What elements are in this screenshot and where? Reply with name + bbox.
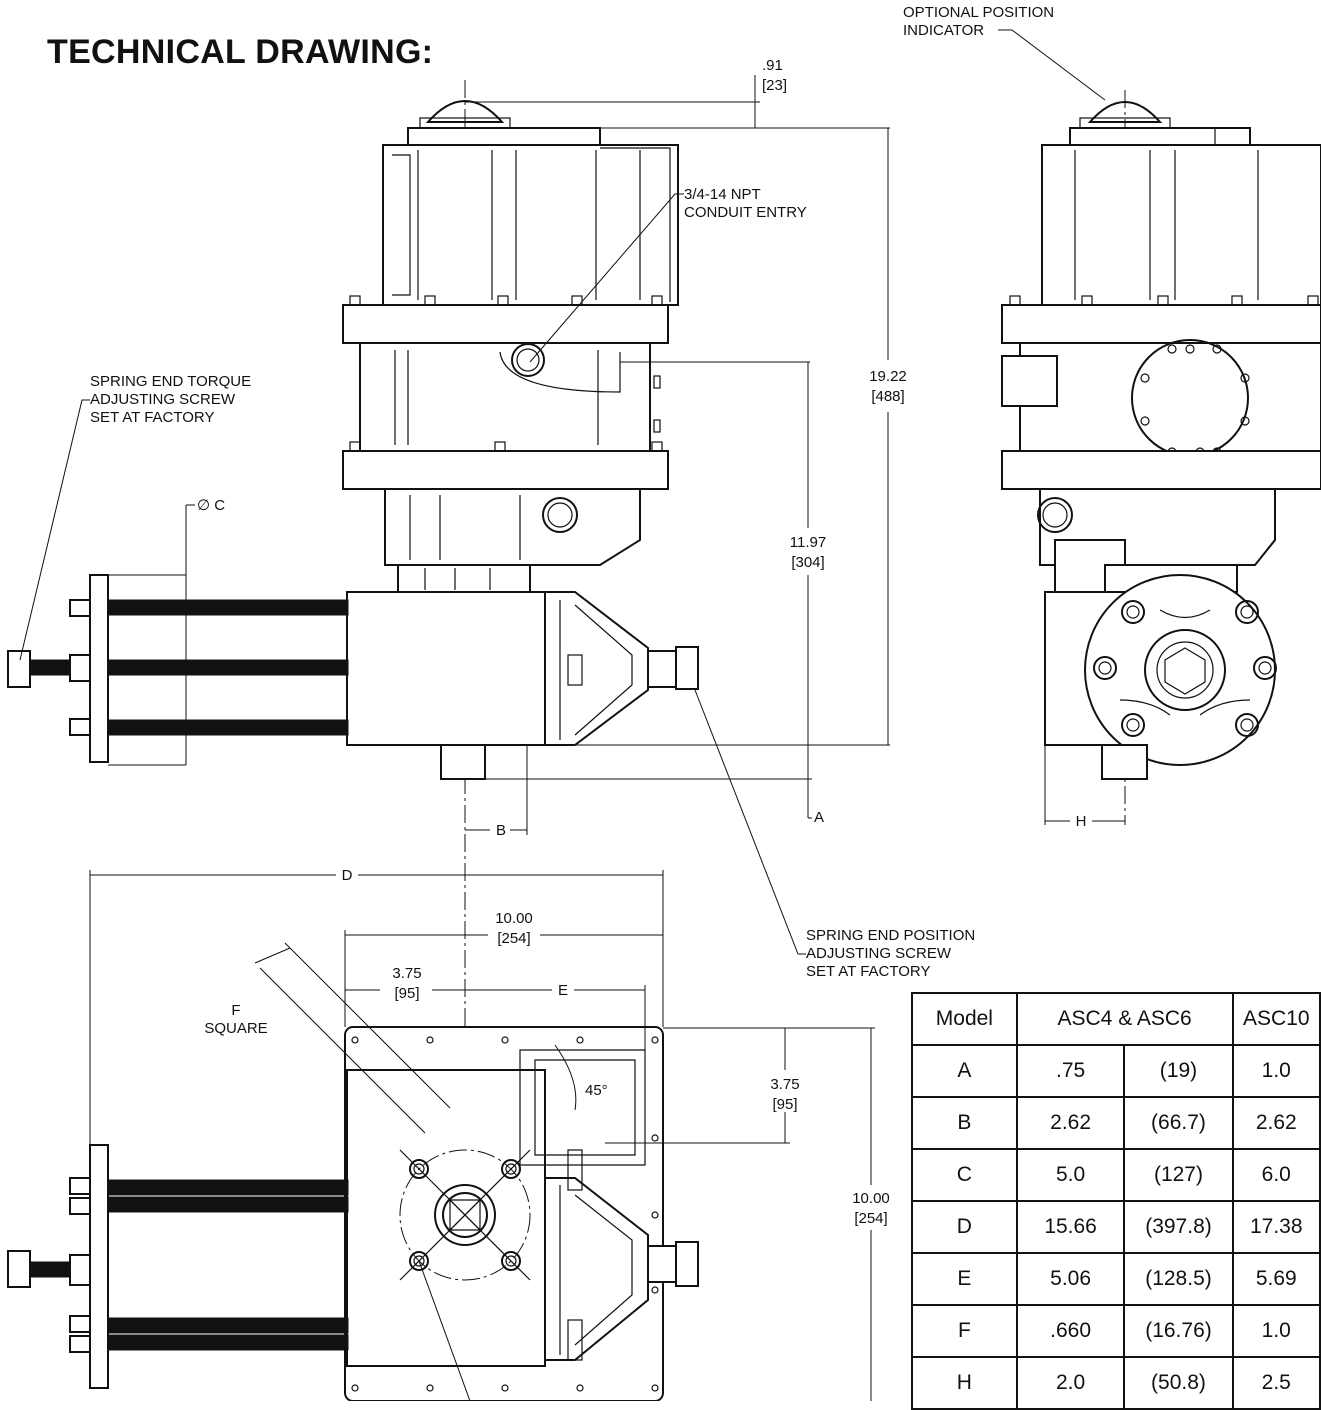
table-header-asc10: ASC10 <box>1231 992 1321 1046</box>
table-header-model: Model <box>911 992 1018 1046</box>
dim-width-10: 10.00 <box>495 910 533 927</box>
callout-position-screw-line1: SPRING END POSITION <box>806 927 975 944</box>
table-cell-model: H <box>911 1356 1018 1410</box>
callout-torque-line3: SET AT FACTORY <box>90 409 215 426</box>
page-title: TECHNICAL DRAWING: <box>47 33 433 71</box>
table-cell-model: D <box>911 1200 1018 1254</box>
table-header-asc4-asc6: ASC4 & ASC6 <box>1015 992 1234 1046</box>
table-cell-model: A <box>911 1044 1018 1098</box>
table-cell-asc10: 6.0 <box>1231 1148 1321 1202</box>
dim-half-width-mm: [95] <box>394 985 419 1002</box>
table-cell-asc10: 1.0 <box>1231 1044 1321 1098</box>
front-view-callouts: 3/4-14 NPT CONDUIT ENTRY SPRING END TORQ… <box>19 186 975 980</box>
table-cell-model: F <box>911 1304 1018 1358</box>
table-cell-inch: .75 <box>1015 1044 1126 1098</box>
callout-position-screw-line3: SET AT FACTORY <box>806 963 931 980</box>
dim-c: ∅ C <box>197 497 225 514</box>
dim-overall-height: 19.22 <box>869 368 907 385</box>
side-view <box>1001 90 1321 825</box>
table-cell-inch: 5.06 <box>1015 1252 1126 1306</box>
callout-conduit-line2: CONDUIT ENTRY <box>684 204 807 221</box>
table-cell-asc10: 17.38 <box>1231 1200 1321 1254</box>
table-cell-model: E <box>911 1252 1018 1306</box>
table-cell-mm: (128.5) <box>1123 1252 1234 1306</box>
table-row: A.75(19)1.0 <box>911 1044 1321 1098</box>
dim-h: H <box>1076 813 1087 830</box>
table-cell-mm: (397.8) <box>1123 1200 1234 1254</box>
callout-indicator-line2: INDICATOR <box>903 22 984 39</box>
table-cell-asc10: 1.0 <box>1231 1304 1321 1358</box>
table-cell-inch: .660 <box>1015 1304 1126 1358</box>
callout-f-square: SQUARE <box>204 1020 267 1037</box>
dim-top-offset-mm: [23] <box>762 77 787 94</box>
dim-side-10: 10.00 <box>852 1190 890 1207</box>
callout-f: F <box>231 1002 240 1019</box>
dim-b: B <box>496 822 506 839</box>
dim-e: E <box>558 982 568 999</box>
side-view-dimensions: H OPTIONAL POSITION INDICATOR <box>903 4 1125 830</box>
dim-top-offset: .91 <box>762 57 783 74</box>
table-cell-inch: 5.0 <box>1015 1148 1126 1202</box>
callout-indicator-line1: OPTIONAL POSITION <box>903 4 1054 21</box>
top-view <box>7 1026 699 1401</box>
table-cell-inch: 15.66 <box>1015 1200 1126 1254</box>
dim-base-height-mm: [304] <box>791 554 824 571</box>
table-cell-asc10: 5.69 <box>1231 1252 1321 1306</box>
table-cell-model: C <box>911 1148 1018 1202</box>
table-cell-inch: 2.0 <box>1015 1356 1126 1410</box>
dim-base-height: 11.97 <box>790 534 826 551</box>
dim-side-10-mm: [254] <box>854 1210 887 1227</box>
dim-d: D <box>342 867 353 884</box>
dim-overall-height-mm: [488] <box>871 388 904 405</box>
table-cell-asc10: 2.62 <box>1231 1096 1321 1150</box>
dim-side-3-75: 3.75 <box>770 1076 799 1093</box>
front-view-dimensions: .91 [23] 19.22 [488] 11.97 [304] A B ∅ C <box>108 57 907 839</box>
callout-position-screw-line2: ADJUSTING SCREW <box>806 945 952 962</box>
table-cell-asc10: 2.5 <box>1231 1356 1321 1410</box>
front-view <box>7 80 699 1390</box>
dim-half-width: 3.75 <box>392 965 421 982</box>
dim-angle: 45° <box>585 1082 608 1099</box>
table-cell-mm: (66.7) <box>1123 1096 1234 1150</box>
callout-conduit-line1: 3/4-14 NPT <box>684 186 761 203</box>
table-cell-mm: (16.76) <box>1123 1304 1234 1358</box>
top-view-dimensions: D 10.00 [254] 3.75 [95] E F SQUARE 45° 3… <box>89 867 890 1401</box>
table-header-row: Model ASC4 & ASC6 ASC10 <box>911 992 1321 1046</box>
callout-torque-line2: ADJUSTING SCREW <box>90 391 236 408</box>
dim-side-3-75-mm: [95] <box>772 1096 797 1113</box>
table-cell-inch: 2.62 <box>1015 1096 1126 1150</box>
dim-width-10-mm: [254] <box>497 930 530 947</box>
table-cell-model: B <box>911 1096 1018 1150</box>
callout-torque-line1: SPRING END TORQUE <box>90 373 251 390</box>
dim-a: A <box>814 809 824 826</box>
table-cell-mm: (19) <box>1123 1044 1234 1098</box>
table-cell-mm: (50.8) <box>1123 1356 1234 1410</box>
table-cell-mm: (127) <box>1123 1148 1234 1202</box>
table-row: F.660(16.76)1.0 <box>911 1304 1321 1358</box>
